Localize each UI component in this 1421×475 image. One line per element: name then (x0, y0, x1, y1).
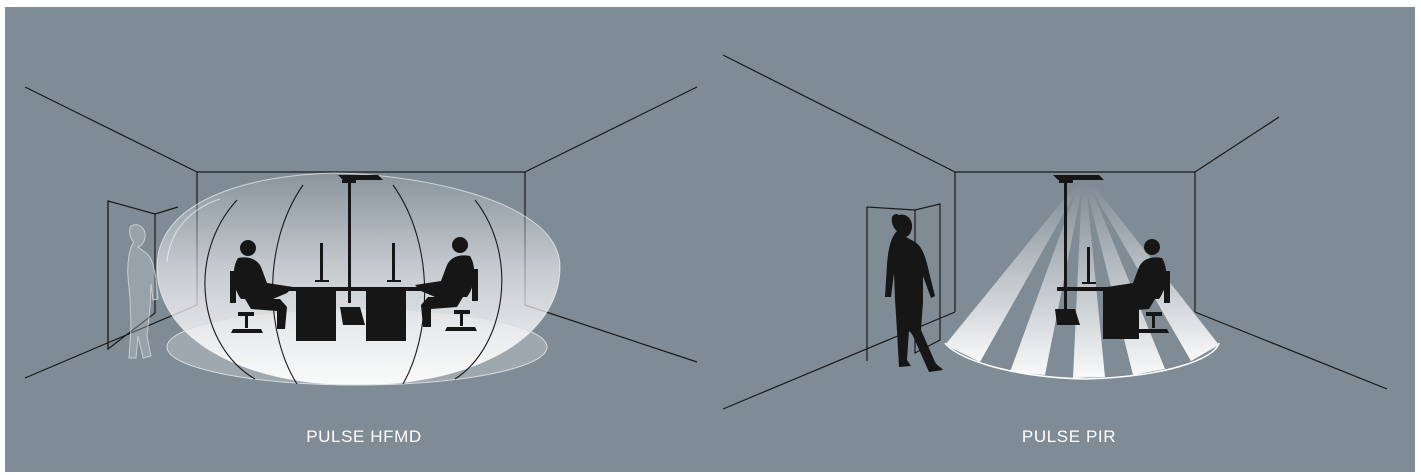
hfmd-detection-field (157, 173, 560, 385)
illustration-panel: PULSE HFMD PULSE PIR (5, 7, 1415, 472)
illustration-canvas (5, 7, 1415, 472)
caption-pulse-hfmd: PULSE HFMD (214, 427, 514, 447)
caption-pulse-pir: PULSE PIR (919, 427, 1219, 447)
